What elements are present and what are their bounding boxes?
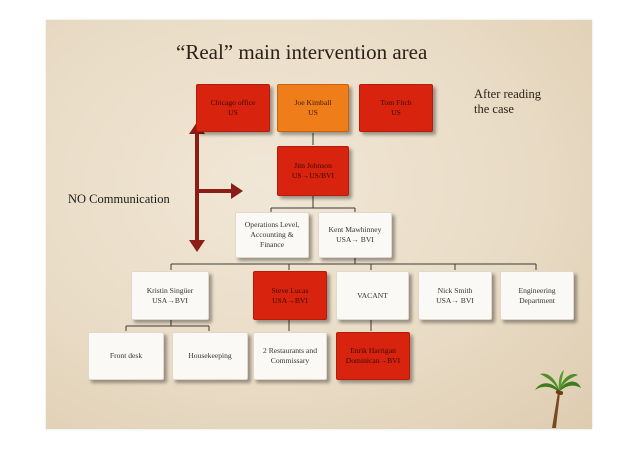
node-label: Nick Smith (437, 285, 473, 295)
node-label: Joe Kimball (294, 98, 332, 107)
side-note: After reading the case (474, 87, 541, 116)
node-sublabel: USA→BVI (272, 295, 308, 305)
node-sublabel: US (391, 108, 401, 117)
node-sublabel: US (308, 108, 318, 117)
node-label: Chicago office (210, 98, 256, 107)
node-housekeeping: Housekeeping (172, 332, 248, 380)
node-kent-mawhinney: Kent Mawhinney USA→ BVI (318, 212, 392, 258)
node-engineering-department: Engineering Department (500, 271, 574, 320)
node-nick-smith: Nick Smith USA→ BVI (418, 271, 492, 320)
node-label: Housekeeping (188, 351, 232, 360)
node-sublabel: US→US/BVI (291, 171, 335, 180)
node-steve-lucas: Steve Lucas USA→BVI (253, 271, 327, 320)
node-kristin-singuer: Kristin Singüer USA→BVI (131, 271, 209, 320)
node-sublabel: USA→ BVI (336, 235, 374, 244)
node-label: Kristin Singüer (146, 285, 194, 295)
node-label: Jim Johnson (294, 161, 332, 170)
node-sublabel: USA→BVI (152, 295, 188, 305)
node-label: VACANT (357, 290, 388, 300)
node-label: Enrik Harrigan (350, 346, 396, 355)
node-chicago-office: Chicago office US (196, 84, 270, 132)
node-enrik-harrigan: Enrik Harrigan Dominican→BVI (336, 332, 410, 380)
no-communication-label: NO Communication (68, 192, 170, 206)
node-label: Engineering Department (518, 285, 556, 305)
node-label: Front desk (109, 351, 143, 360)
node-label: Kent Mawhinney (328, 225, 382, 234)
node-sublabel: US (228, 108, 238, 117)
node-label: 2 Restaurants and Commissary (263, 346, 317, 365)
node-tom-fitch: Tom Fitch US (359, 84, 433, 132)
node-label: Tom Fitch (380, 98, 412, 107)
node-operations-level: Operations Level, Accounting & Finance (235, 212, 309, 258)
node-jim-johnson: Jim Johnson US→US/BVI (277, 146, 349, 196)
palm-tree-icon (535, 370, 581, 428)
node-front-desk: Front desk (88, 332, 164, 380)
node-sublabel: Dominican→BVI (345, 356, 401, 365)
node-label: Steve Lucas (271, 285, 309, 295)
node-label: Operations Level, Accounting & Finance (244, 220, 300, 249)
node-joe-kimball: Joe Kimball US (277, 84, 349, 132)
slide-title: “Real” main intervention area (176, 40, 428, 64)
node-sublabel: USA→ BVI (436, 295, 474, 305)
node-restaurants-commissary: 2 Restaurants and Commissary (253, 332, 327, 380)
node-vacant: VACANT (336, 271, 409, 320)
